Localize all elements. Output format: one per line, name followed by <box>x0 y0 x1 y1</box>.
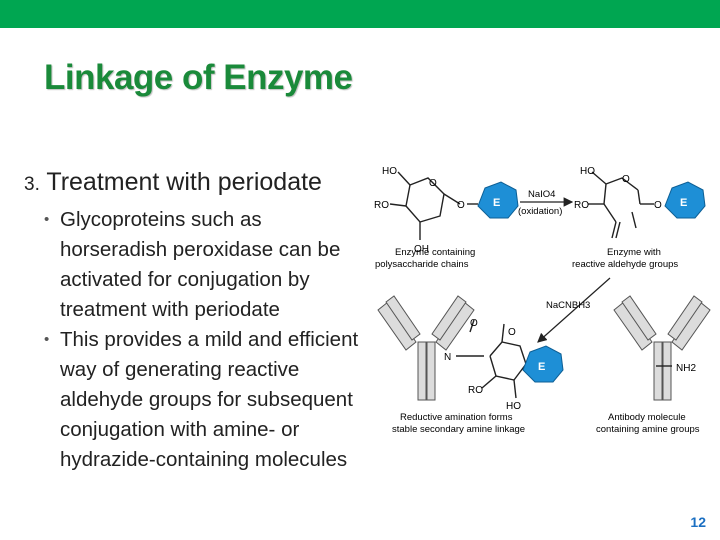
chem-label-n: N <box>444 352 451 363</box>
chem-label-ho-right: HO <box>580 166 595 177</box>
reagent-naio4: NaIO4 <box>528 189 555 200</box>
label-bottom-left: Reductive amination forms <box>400 412 513 423</box>
chem-label-ring-o: O <box>429 178 437 189</box>
label-bottom-right: Antibody molecule <box>608 412 686 423</box>
section-heading: 3. Treatment with periodate <box>24 168 322 197</box>
svg-text:E: E <box>493 197 500 209</box>
chem-label-oh: OH <box>414 244 429 255</box>
top-accent-bar <box>0 0 720 28</box>
antibody-bottom-left <box>377 295 475 401</box>
reagent-oxidation-note: (oxidation) <box>518 206 562 217</box>
enzyme-icon: E <box>664 181 706 219</box>
chem-label-ho-bottom: HO <box>506 401 521 412</box>
bullet-list: Glycoproteins such as horseradish peroxi… <box>44 205 360 475</box>
section-heading-text: Treatment with periodate <box>46 168 322 196</box>
chem-label-link-o-right: O <box>654 200 662 211</box>
aldehyde-sugar-top-right <box>588 171 654 239</box>
label-left-top: Enzyme containing <box>395 247 475 258</box>
chem-label-ho: HO <box>382 166 397 177</box>
page-number: 12 <box>690 514 706 530</box>
bullet-item: This provides a mild and efficient way o… <box>44 325 360 475</box>
chem-label-ro-right: RO <box>574 200 589 211</box>
section-number: 3. <box>24 174 40 195</box>
chem-label-link-o: O <box>457 200 465 211</box>
reduction-arrow <box>537 277 611 343</box>
chem-label-ro-bottom: RO <box>468 385 483 396</box>
conjugation-diagram: HO RO OH O O E Enzyme containing polysac… <box>374 166 711 435</box>
enzyme-icon: E <box>477 181 519 219</box>
label-left-top-2: polysaccharide chains <box>375 259 469 270</box>
label-bottom-left-2: stable secondary amine linkage <box>392 424 525 435</box>
chem-label-o-bottom-2: O <box>508 327 516 338</box>
reagent-nacnbh3: NaCNBH3 <box>546 300 590 311</box>
antibody-bottom-right <box>613 295 711 401</box>
bullet-item: Glycoproteins such as horseradish peroxi… <box>44 205 360 325</box>
svg-text:E: E <box>680 197 687 209</box>
slide-title: Linkage of Enzyme <box>44 58 353 97</box>
label-right-top: Enzyme with <box>607 247 661 258</box>
chem-label-o-right: O <box>622 174 630 185</box>
svg-text:E: E <box>538 361 545 373</box>
sugar-ring-top-left <box>389 171 478 240</box>
chem-label-ro: RO <box>374 200 389 211</box>
label-bottom-right-2: containing amine groups <box>596 424 700 435</box>
label-right-top-2: reactive aldehyde groups <box>572 259 678 270</box>
chem-label-o-bottom: O <box>470 318 478 329</box>
enzyme-icon: E <box>522 345 564 383</box>
chem-label-nh2: NH2 <box>676 363 696 374</box>
